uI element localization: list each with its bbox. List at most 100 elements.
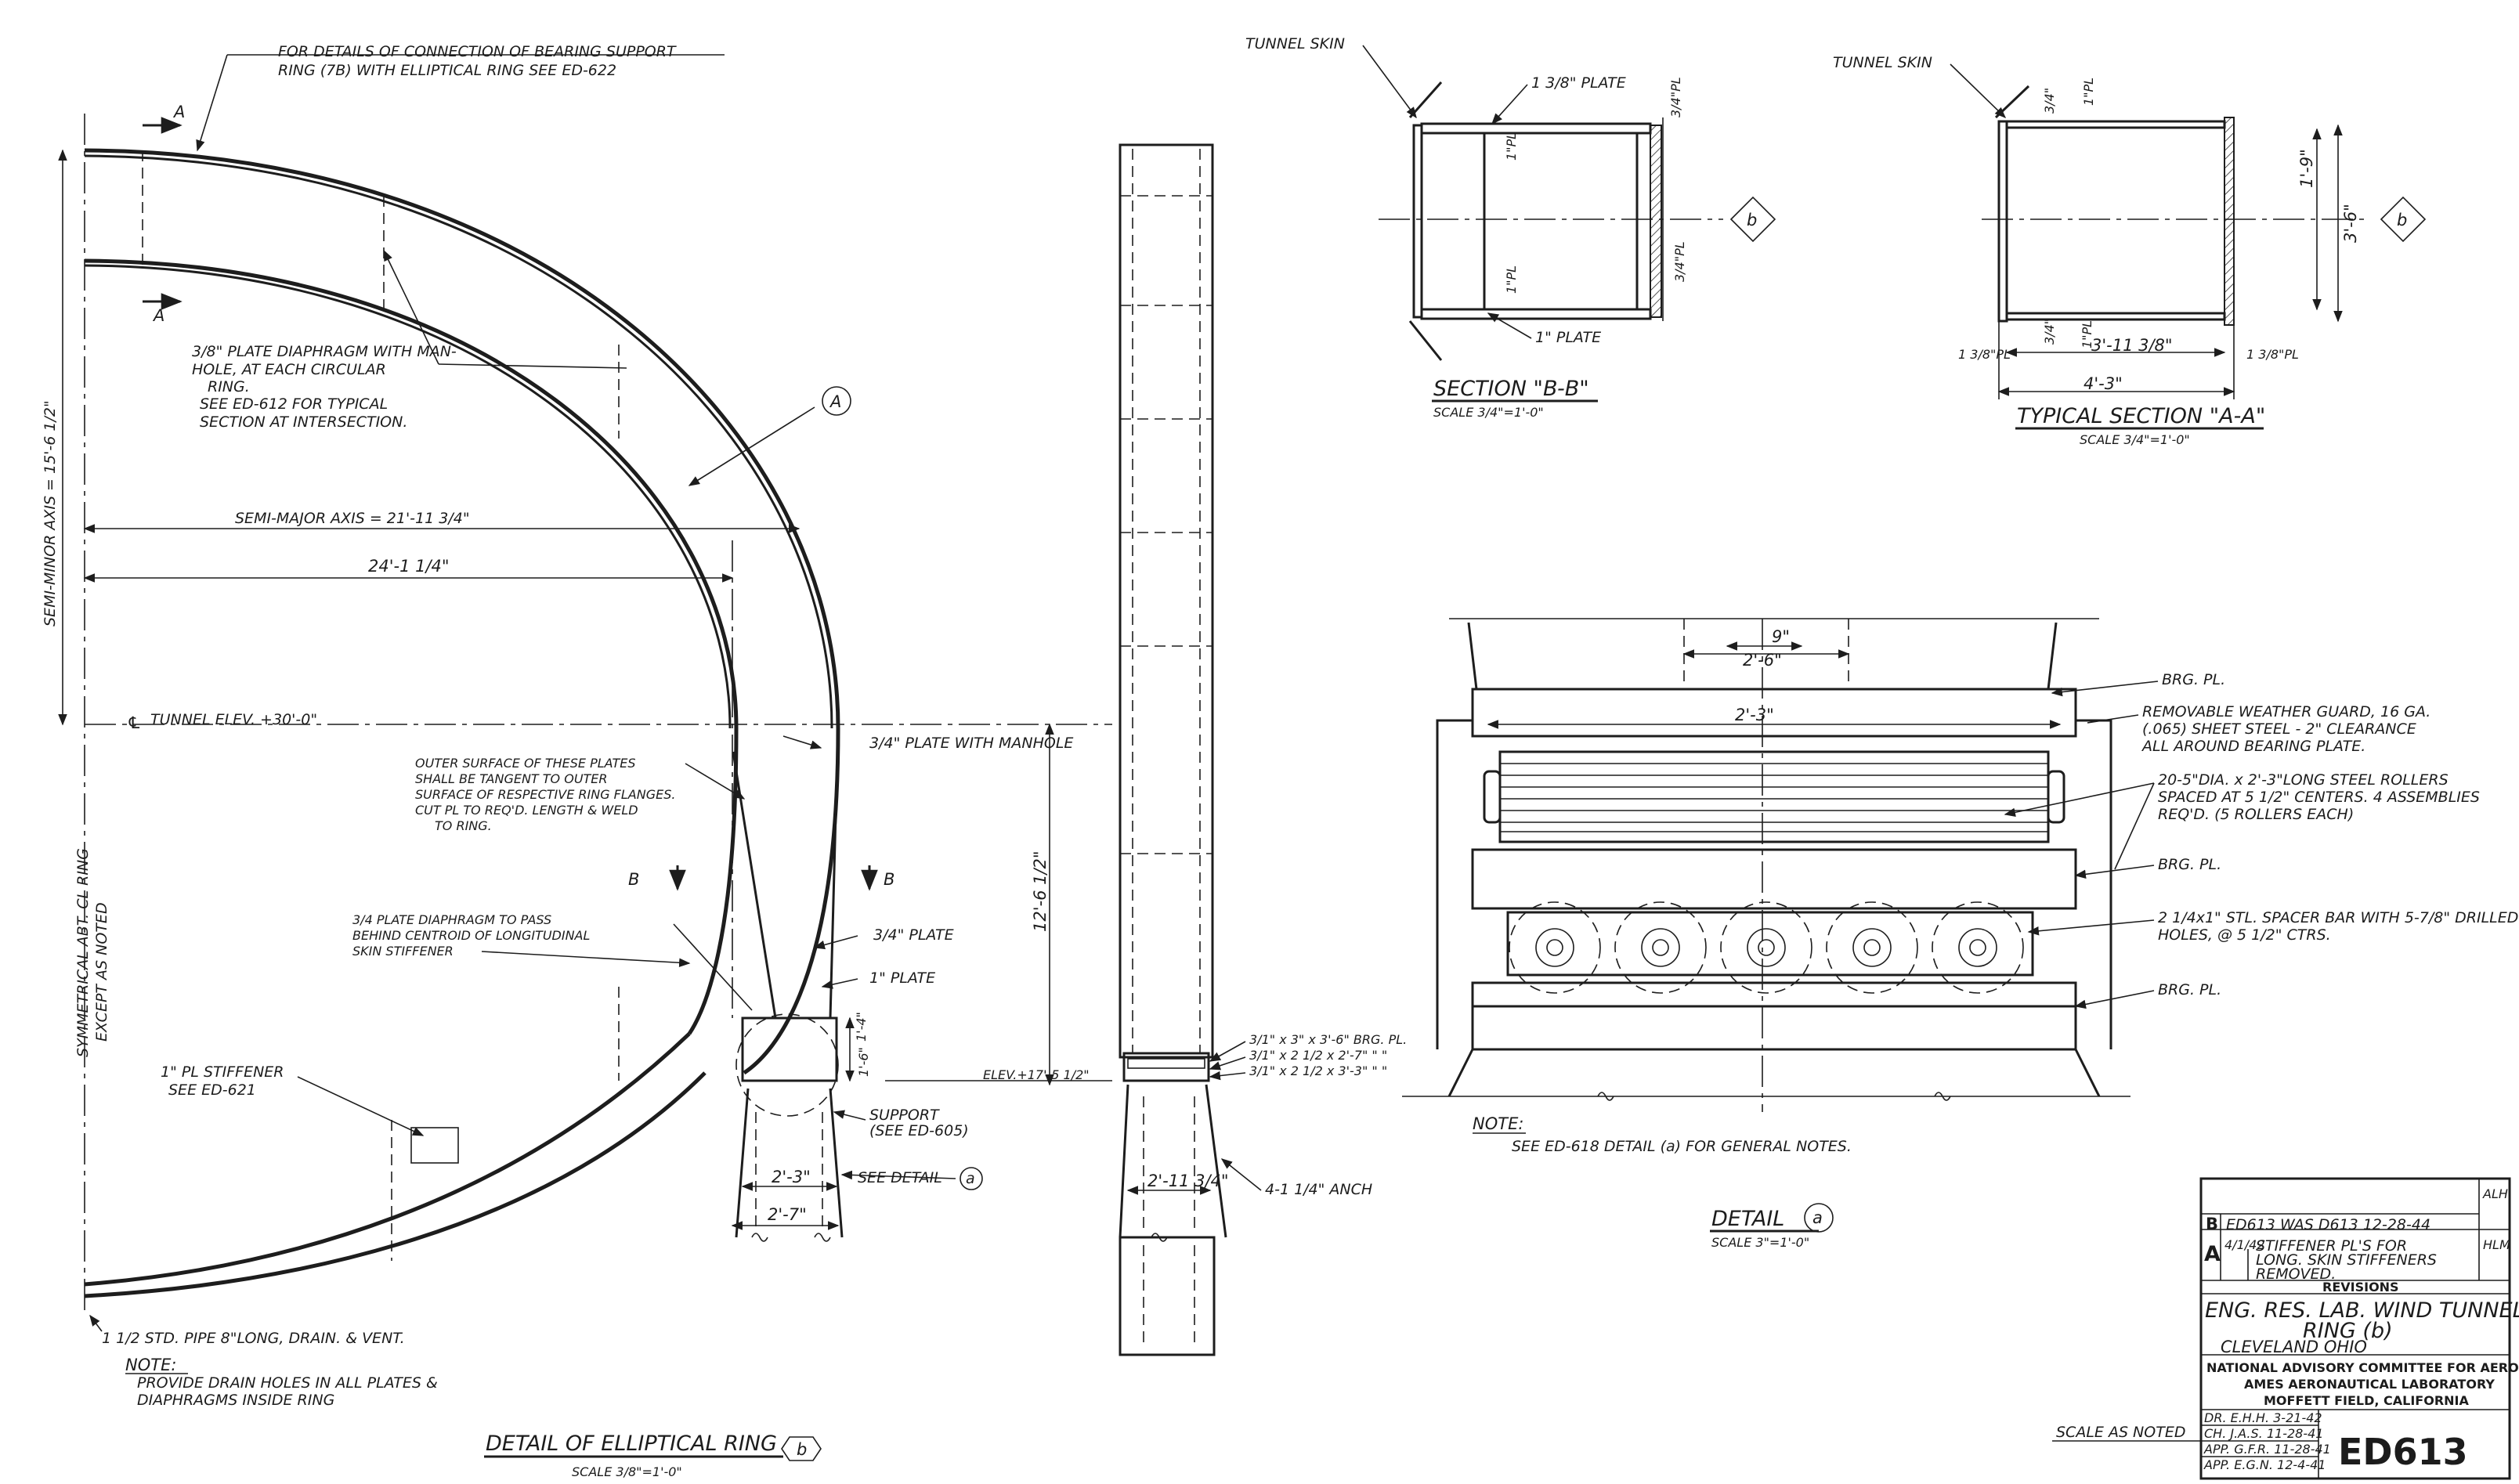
pipe-note: 1 1/2 STD. PIPE 8"LONG, DRAIN. & VENT.	[102, 1330, 405, 1347]
detail-a-dim-9: 9"	[1772, 627, 1790, 646]
org-1: NATIONAL ADVISORY COMMITTEE FOR AERONAUT…	[2206, 1360, 2519, 1375]
detail-a-note-heading: NOTE:	[1473, 1114, 1523, 1133]
roller-assembly	[1506, 901, 2034, 994]
detail-a-dim-26: 2'-6"	[1743, 651, 1782, 670]
symmetrical-note-1: SYMMETRICAL ABT. CL RING	[74, 848, 92, 1057]
bottom-bearing-plate	[1471, 981, 2077, 1008]
note-body-2: DIAPHRAGMS INSIDE RING	[137, 1392, 334, 1409]
plate-1-label: 1" PLATE	[869, 969, 935, 987]
section-aa-dim-1-38: 1 3/8"PL	[1958, 347, 2011, 362]
symmetrical-note-2: EXCEPT AS NOTED	[93, 902, 110, 1042]
section-bb-pl-1a: 1"PL	[1504, 132, 1519, 161]
roller-note-1: 20-5"DIA. x 2'-3"LONG STEEL ROLLERS	[2158, 771, 2449, 789]
section-mark-b-left: B	[628, 870, 639, 889]
section-bb-plate-138: 1 3/8" PLATE	[1531, 74, 1626, 92]
guard-note-3: ALL AROUND BEARING PLATE.	[2141, 738, 2365, 755]
rev-a-text-2: LONG. SKIN STIFFENERS	[2256, 1251, 2437, 1269]
location: CLEVELAND OHIO	[2221, 1338, 2367, 1356]
detail-a-brg-pl-3: BRG. PL.	[2158, 981, 2221, 998]
middle-bearing-plate	[1471, 848, 2077, 910]
drawing-number: ED613	[2338, 1431, 2468, 1473]
section-mark-a-top: A	[172, 103, 185, 121]
section-a-a: b TUNNEL SKIN 1"PL 3/4" 1'-9" 3'-6" 1 3/…	[1833, 54, 2427, 447]
section-aa-scale: SCALE 3/4"=1'-0"	[2080, 432, 2190, 447]
roller-note-2: SPACED AT 5 1/2" CENTERS. 4 ASSEMBLIES	[2158, 789, 2480, 806]
sig-row-4: APP. E.G.N. 12-4-41	[2203, 1457, 2326, 1472]
rev-a-date: 4/1/42	[2224, 1237, 2265, 1252]
section-bb-scale: SCALE 3/4"=1'-0"	[1433, 405, 1544, 420]
support-1: SUPPORT	[869, 1107, 940, 1124]
dim-2-11: 2'-11 3/4"	[1147, 1172, 1229, 1190]
org-2: AMES AERONAUTICAL LABORATORY	[2244, 1377, 2495, 1392]
section-bb-pl-34b: 3/4"PL	[1672, 241, 1687, 282]
section-aa-dim-34b: 3/4"	[2042, 319, 2057, 345]
diaphragm-note-1: 3/8" PLATE DIAPHRAGM WITH MAN-	[192, 343, 457, 360]
scale-label: SCALE AS NOTED	[2056, 1424, 2185, 1441]
rev-a-letter: A	[2204, 1242, 2221, 1266]
diaphragm2-note-1: 3/4 PLATE DIAPHRAGM TO PASS	[352, 912, 551, 927]
outer-surface-note-2: SHALL BE TANGENT TO OUTER	[415, 771, 608, 786]
plate-34-label: 3/4" PLATE	[873, 926, 954, 944]
detail-a-title-ref: a	[1812, 1208, 1823, 1227]
section-b-b: b TUNNEL SKIN 1 3/8" PLATE 1" PLATE 1"PL…	[1245, 35, 1776, 420]
guard-note-2: (.065) SHEET STEEL - 2" CLEARANCE	[2142, 720, 2416, 738]
sig-row-2: CH. J.A.S. 11-28-41	[2204, 1426, 2323, 1441]
spacer-note-1: 2 1/4x1" STL. SPACER BAR WITH 5-7/8" DRI…	[2158, 909, 2518, 926]
elevation-17: ELEV.+17'-5 1/2"	[983, 1067, 1090, 1082]
roller-note-3: REQ'D. (5 ROLLERS EACH)	[2158, 806, 2354, 823]
connection-note-line2: RING (7B) WITH ELLIPTICAL RING SEE ED-62…	[278, 62, 616, 79]
section-mark-a-bottom: A	[152, 306, 164, 325]
detail-a-brg-pl-1: BRG. PL.	[2162, 671, 2225, 688]
sig-row-3: APP. G.F.R. 11-28-41	[2203, 1442, 2331, 1457]
ring-label-circle	[822, 386, 851, 416]
detail-a-brg-pl-2: BRG. PL.	[2158, 856, 2221, 873]
long-roller	[1498, 750, 2050, 843]
detail-a-title: DETAIL	[1711, 1207, 1784, 1231]
rev-b-text: ED613 WAS D613 12-28-44	[2226, 1216, 2430, 1233]
support-column	[735, 1013, 844, 1242]
manhole-plate: 3/4" PLATE WITH MANHOLE	[869, 735, 1073, 752]
connection-note-line1: FOR DETAILS OF CONNECTION OF BEARING SUP…	[278, 43, 677, 60]
centerline-symbol: ℄	[127, 713, 142, 732]
elliptical-ring-detail: FOR DETAILS OF CONNECTION OF BEARING SUP…	[42, 43, 1112, 1479]
section-aa-dim-4-3: 4'-3"	[2084, 374, 2123, 393]
rev-b-initials: ALH	[2482, 1186, 2508, 1201]
section-bb-marker: b	[1747, 211, 1757, 229]
section-aa-marker: b	[2397, 211, 2407, 229]
title-block: B ED613 WAS D613 12-28-44 ALH A 4/1/42 S…	[2052, 1177, 2519, 1480]
detail-a-title-circle	[1804, 1203, 1834, 1233]
org-3: MOFFETT FIELD, CALIFORNIA	[2264, 1393, 2469, 1408]
section-aa-marker-diamond	[2380, 196, 2427, 243]
elliptical-ring-title-ref: b	[797, 1440, 807, 1459]
dim-12-6: 12'-6 1/2"	[1031, 850, 1050, 932]
diaphragm2-note-2: BEHIND CENTROID OF LONGITUDINAL	[352, 928, 590, 943]
rev-a-initials: HLM	[2483, 1237, 2510, 1252]
angle-2-label: 3/1" x 2 1/2 x 3'-3" " "	[1249, 1063, 1387, 1078]
detail-a-dim-23: 2'-3"	[1735, 706, 1774, 724]
section-aa-dim-34: 3/4"	[2042, 88, 2057, 114]
section-bb-pl-1b: 1"PL	[1504, 265, 1519, 294]
dim-24: 24'-1 1/4"	[368, 557, 450, 576]
detail-ref-circle	[960, 1167, 983, 1190]
elliptical-ring-scale: SCALE 3/8"=1'-0"	[572, 1464, 682, 1479]
dim-1-6: 1'-6"	[856, 1047, 871, 1077]
diaphragm2-note-3: SKIN STIFFENER	[352, 944, 454, 959]
semi-major-axis: SEMI-MAJOR AXIS = 21'-11 3/4"	[235, 510, 470, 527]
project-1: ENG. RES. LAB. WIND TUNNEL	[2205, 1298, 2519, 1323]
section-aa-dim-36: 3'-6"	[2341, 204, 2360, 243]
anchor-label: 4-1 1/4" ANCH	[1265, 1181, 1372, 1198]
diaphragm-note-2: HOLE, AT EACH CIRCULAR	[192, 361, 386, 378]
section-mark-b-right: B	[884, 870, 894, 889]
outer-surface-note-5: TO RING.	[435, 818, 492, 833]
detail-a-note-body: SEE ED-618 DETAIL (a) FOR GENERAL NOTES.	[1512, 1138, 1852, 1155]
detail-a: 2'-6" 9" 2'-3" BRG. PL. REMOVABLE WEATHE…	[1402, 618, 2518, 1250]
dim-1-4: 1'-4"	[854, 1012, 869, 1042]
detail-a-scale: SCALE 3"=1'-0"	[1711, 1235, 1809, 1250]
side-view: 3/1" x 3" x 3'-6" BRG. PL. 3/1" x 2 1/2 …	[1119, 143, 1407, 1356]
angle-1-label: 3/1" x 2 1/2 x 2'-7" " "	[1249, 1048, 1387, 1063]
sig-row-1: DR. E.H.H. 3-21-42	[2204, 1410, 2322, 1425]
section-bb-pl-34a: 3/4"PL	[1668, 77, 1683, 117]
dim-2-7: 2'-7"	[768, 1205, 807, 1224]
section-bb-plate-1: 1" PLATE	[1535, 329, 1601, 346]
support-2: (SEE ED-605)	[869, 1122, 969, 1139]
